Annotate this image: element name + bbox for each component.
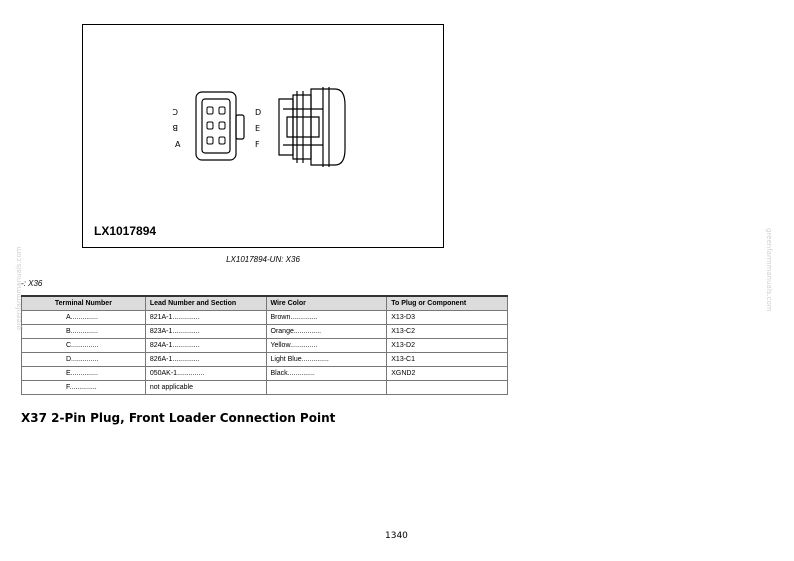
connector-figure: C B A D E F [82,24,444,248]
connector-side-view [278,87,346,167]
letter-d-right: D [255,108,261,117]
cell-color: Black.............. [265,365,388,381]
header-terminal-number: Terminal Number [21,295,146,311]
cell-terminal: D.............. [21,351,146,367]
watermark-left: greenfarmmanuals.com [15,246,23,330]
page-number: 1340 [385,531,408,541]
cell-lead: 821A-1.............. [144,309,267,325]
cell-plug: XGND2 [386,365,508,381]
cell-terminal: F.............. [21,379,146,395]
header-to-plug: To Plug or Component [386,295,508,311]
watermark-right: greenfarmmanuals.com [765,228,773,312]
table-row: B.............. 823A-1.............. Ora… [21,323,508,339]
cell-color [265,379,388,395]
letter-b-left: B [173,123,179,132]
cell-terminal: E.............. [21,365,146,381]
cell-plug: X13-D3 [386,309,508,325]
section-heading: X37 2-Pin Plug, Front Loader Connection … [21,411,336,425]
letter-c-left: C [172,107,178,116]
cell-plug [386,379,508,395]
wiring-table: Terminal Number Lead Number and Section … [21,295,508,395]
cell-plug: X13-C2 [386,323,508,339]
cell-lead: not applicable [144,379,267,395]
connector-front-view [195,91,245,161]
header-wire-color: Wire Color [265,295,388,311]
table-row: A.............. 821A-1.............. Bro… [21,309,508,325]
cell-terminal: B.............. [21,323,146,339]
cell-color: Brown.............. [265,309,388,325]
cell-terminal: C.............. [21,337,146,353]
cell-lead: 823A-1.............. [144,323,267,339]
letter-e-right: E [255,124,260,133]
cell-terminal: A.............. [21,309,146,325]
letter-a-left: A [175,140,181,149]
cell-color: Light Blue.............. [265,351,388,367]
table-row: D.............. 826A-1.............. Lig… [21,351,508,367]
cell-plug: X13-C1 [386,351,508,367]
table-caption: -: X36 [21,279,43,288]
table-row: C.............. 824A-1.............. Yel… [21,337,508,353]
figure-id: LX1017894 [94,224,157,238]
cell-lead: 050AK-1.............. [144,365,267,381]
cell-plug: X13-D2 [386,337,508,353]
header-lead-number: Lead Number and Section [144,295,267,311]
table-row: E.............. 050AK-1.............. Bl… [21,365,508,381]
cell-lead: 824A-1.............. [144,337,267,353]
cell-color: Yellow.............. [265,337,388,353]
cell-color: Orange.............. [265,323,388,339]
letter-f-right: F [255,140,260,149]
table-header-row: Terminal Number Lead Number and Section … [21,295,508,311]
cell-lead: 826A-1.............. [144,351,267,367]
table-row: F.............. not applicable [21,379,508,395]
connector-drawing: C B A D E F [172,87,346,167]
figure-caption: LX1017894-UN: X36 [226,255,300,264]
